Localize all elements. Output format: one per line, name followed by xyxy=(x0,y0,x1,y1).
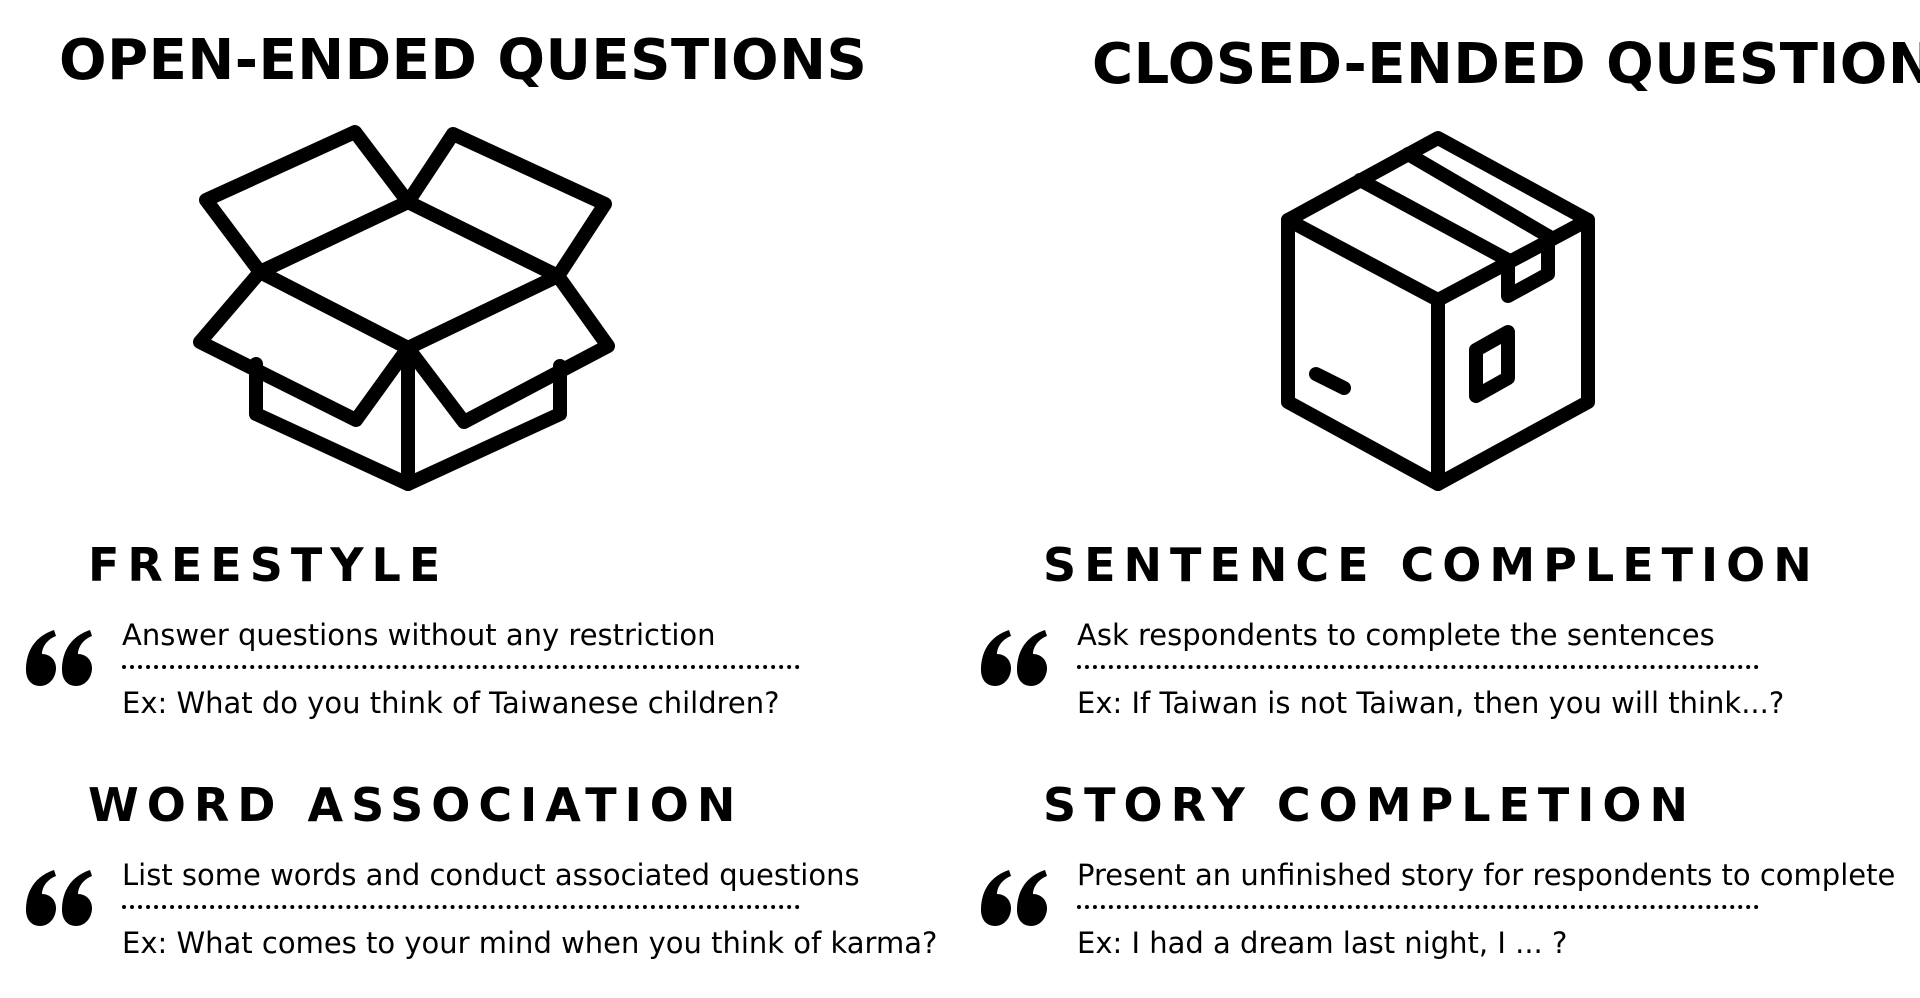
freestyle-heading: FREESTYLE xyxy=(88,538,449,592)
sentence-completion-example: Ex: If Taiwan is not Taiwan, then you wi… xyxy=(1077,686,1785,720)
quote-icon xyxy=(977,870,1051,926)
dotted-divider xyxy=(122,665,800,669)
quote-icon xyxy=(977,630,1051,686)
quote-icon xyxy=(22,630,96,686)
word-association-section: WORD ASSOCIATION List some words and con… xyxy=(0,778,960,998)
freestyle-description: Answer questions without any restriction xyxy=(122,618,716,652)
sentence-completion-description: Ask respondents to complete the sentence… xyxy=(1077,618,1715,652)
word-association-heading: WORD ASSOCIATION xyxy=(88,778,744,832)
quote-icon xyxy=(22,870,96,926)
word-association-description: List some words and conduct associated q… xyxy=(122,858,860,892)
open-box-icon xyxy=(168,120,648,510)
story-completion-heading: STORY COMPLETION xyxy=(1043,778,1697,832)
story-completion-section: STORY COMPLETION Present an unfinished s… xyxy=(960,778,1920,998)
closed-box-icon xyxy=(1198,120,1678,510)
dotted-divider xyxy=(122,905,800,909)
open-ended-column: OPEN-ENDED QUESTIONS FREESTYLE Answer xyxy=(0,28,960,998)
story-completion-description: Present an unfinished story for responde… xyxy=(1077,858,1896,892)
open-ended-title: OPEN-ENDED QUESTIONS xyxy=(59,28,868,93)
freestyle-section: FREESTYLE Answer questions without any r… xyxy=(0,538,960,778)
sentence-completion-heading: SENTENCE COMPLETION xyxy=(1043,538,1820,592)
word-association-example: Ex: What comes to your mind when you thi… xyxy=(122,926,938,960)
freestyle-example: Ex: What do you think of Taiwanese child… xyxy=(122,686,780,720)
dotted-divider xyxy=(1077,905,1759,909)
dotted-divider xyxy=(1077,665,1759,669)
story-completion-example: Ex: I had a dream last night, I ... ? xyxy=(1077,926,1568,960)
closed-ended-title: CLOSED-ENDED QUESTIONS xyxy=(1092,32,1920,97)
sentence-completion-section: SENTENCE COMPLETION Ask respondents to c… xyxy=(960,538,1920,778)
closed-ended-column: CLOSED-ENDED QUESTIONS SENTENCE COMPLETI… xyxy=(960,0,1920,998)
